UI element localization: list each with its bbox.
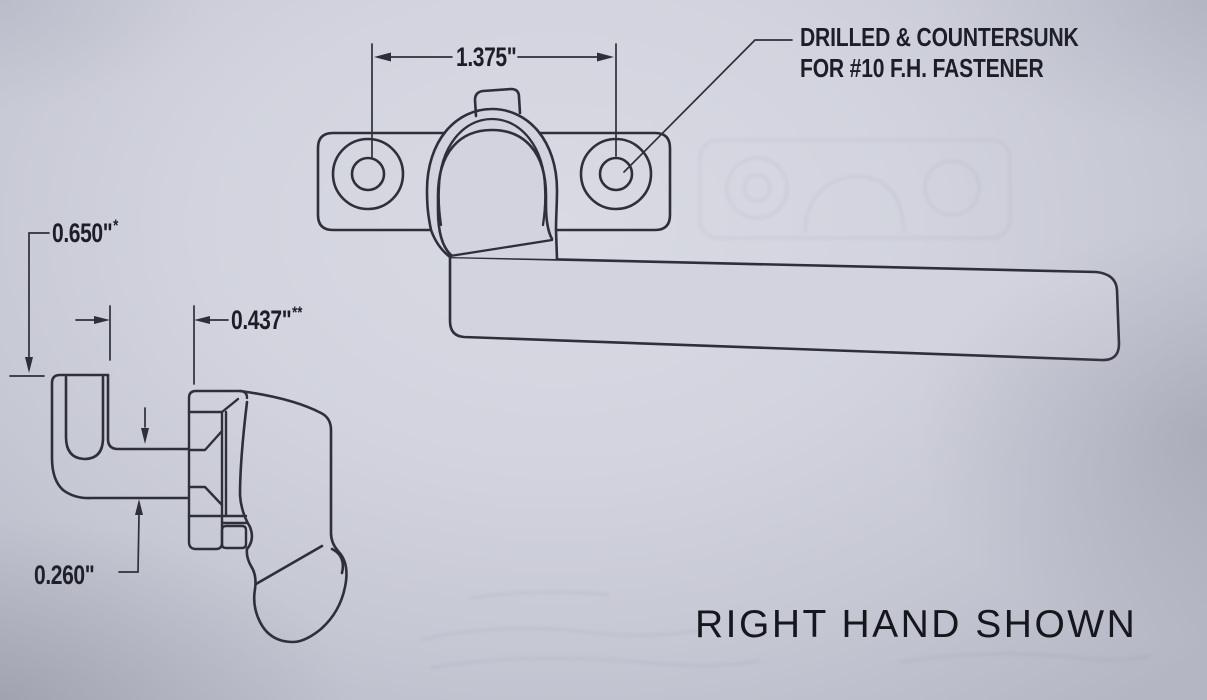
handle-grip <box>238 389 348 644</box>
hook-profile <box>50 373 190 500</box>
top-view-drawing <box>316 87 1121 362</box>
callout-line1: DRILLED & COUNTERSUNK <box>800 22 1079 52</box>
dim-label-hook-thickness: 0.260" <box>34 560 95 590</box>
callout-line2: FOR #10 F.H. FASTENER <box>800 53 1044 83</box>
screw-hole-left <box>331 137 405 211</box>
arch-opening <box>436 128 554 257</box>
callout-note: DRILLED & COUNTERSUNK FOR #10 F.H. FASTE… <box>800 22 1079 84</box>
dim-label-hole-spacing: 1.375" <box>456 42 517 72</box>
dim-label-hook-height: 0.650"* <box>52 216 119 248</box>
page-showthrough-ghost <box>419 138 1151 670</box>
callout-leader <box>623 39 793 173</box>
footnote-marker-double: ** <box>292 303 303 322</box>
dim-hole-spacing <box>371 43 617 158</box>
mounting-plate <box>316 131 672 232</box>
pivot-arch-outline <box>425 107 559 261</box>
dim-frame-gap <box>75 305 229 385</box>
grip-crease <box>254 544 324 586</box>
side-view-drawing <box>50 373 348 644</box>
neck-crease <box>448 238 554 258</box>
handle-body <box>187 389 249 551</box>
footnote-marker: * <box>113 216 119 235</box>
grip-tip-edge <box>330 547 345 575</box>
pivot-arch-fill <box>427 109 557 259</box>
dimension-lines <box>9 39 793 573</box>
lever-arm <box>448 255 1121 362</box>
view-caption: RIGHT HAND SHOWN <box>695 603 1138 646</box>
arch-left-leg <box>429 228 452 259</box>
dim-label-frame-gap: 0.437"** <box>231 303 303 335</box>
dim-hook-thickness <box>118 407 149 573</box>
dim-hook-height <box>9 232 50 377</box>
